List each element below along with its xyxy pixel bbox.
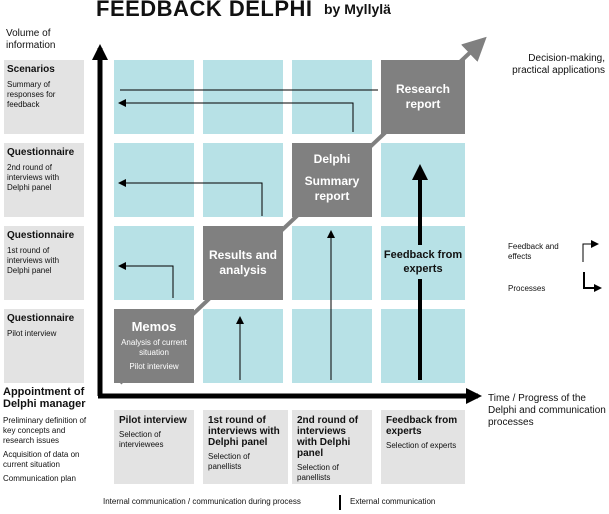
grid-cell bbox=[292, 226, 372, 300]
column-sub: Selection of panellists bbox=[208, 452, 250, 471]
research-report-box: Research report bbox=[381, 60, 465, 134]
diagonal-label: Decision-making, practical applications bbox=[512, 53, 605, 76]
memos-sub1: Analysis of current situation bbox=[121, 338, 187, 357]
grid-cell bbox=[381, 143, 465, 217]
row-header-questionnaire-2: Questionnaire 2nd round of interviews wi… bbox=[4, 143, 84, 217]
grid-cell bbox=[114, 226, 194, 300]
y-axis-label: Volume of information bbox=[6, 28, 56, 51]
row-heading: Questionnaire bbox=[7, 313, 75, 324]
appointment-block: Appointment of Delphi manager Preliminar… bbox=[3, 386, 89, 484]
row-header-pilot: Questionnaire Pilot interview bbox=[4, 309, 84, 383]
column-heading: 1st round of interviews with Delphi pane… bbox=[208, 415, 280, 448]
column-sub: Selection of panellists bbox=[297, 463, 339, 482]
memos-box: Memos Analysis of current situation Pilo… bbox=[114, 309, 194, 383]
appointment-heading: Appointment of Delphi manager bbox=[3, 386, 86, 410]
legend-processes-label: Processes bbox=[508, 284, 546, 293]
column-round-1: 1st round of interviews with Delphi pane… bbox=[203, 410, 288, 484]
delphi-box: Delphi Summary report bbox=[292, 143, 372, 217]
grid-cell bbox=[203, 60, 283, 134]
footer-internal: Internal communication / communication d… bbox=[103, 497, 301, 506]
row-header-questionnaire-1: Questionnaire 1st round of interviews wi… bbox=[4, 226, 84, 300]
grid-cell bbox=[203, 143, 283, 217]
column-sub: Selection of experts bbox=[386, 441, 457, 450]
appointment-item: Communication plan bbox=[3, 474, 76, 483]
row-sub: Summary of responses for feedback bbox=[7, 80, 56, 109]
feedback-from-experts-label: Feedback from experts bbox=[382, 245, 464, 279]
row-header-scenarios: Scenarios Summary of responses for feedb… bbox=[4, 60, 84, 134]
memos-sub2: Pilot interview bbox=[129, 362, 179, 371]
delphi-title: Delphi bbox=[313, 152, 351, 166]
legend-process-icon bbox=[583, 272, 602, 292]
footer-external: External communication bbox=[350, 497, 436, 506]
grid-cell bbox=[114, 143, 194, 217]
row-heading: Scenarios bbox=[7, 64, 55, 75]
appointment-item: Preliminary definition of key concepts a… bbox=[3, 416, 87, 445]
appointment-item: Acquisition of data on current situation bbox=[3, 450, 80, 469]
column-round-2: 2nd round of interviews with Delphi pane… bbox=[292, 410, 372, 484]
column-pilot: Pilot interview Selection of interviewee… bbox=[114, 410, 194, 484]
column-feedback: Feedback from experts Selection of exper… bbox=[381, 410, 465, 484]
legend-feedback-icon bbox=[582, 240, 599, 262]
grid-cell bbox=[292, 309, 372, 383]
research-report-title: Research report bbox=[395, 82, 451, 111]
grid-cell bbox=[114, 60, 194, 134]
column-heading: Pilot interview bbox=[119, 415, 187, 426]
row-sub: 2nd round of interviews with Delphi pane… bbox=[7, 163, 60, 192]
byline: by Myllylä bbox=[324, 1, 391, 17]
legend-feedback-label: Feedback and effects bbox=[508, 242, 559, 261]
feedback-arrow-top bbox=[118, 99, 354, 132]
results-box: Results and analysis bbox=[203, 226, 283, 300]
feedback-arrow-low bbox=[118, 262, 174, 298]
column-heading: 2nd round of interviews with Delphi pane… bbox=[297, 415, 359, 459]
summary-report-title: Summary report bbox=[304, 174, 360, 203]
row-heading: Questionnaire bbox=[7, 147, 75, 158]
column-heading: Feedback from experts bbox=[386, 415, 458, 437]
grid-cell bbox=[292, 60, 372, 134]
x-axis-label: Time / Progress of the Delphi and commun… bbox=[488, 393, 606, 428]
feedback-arrow-mid bbox=[118, 179, 263, 216]
column-sub: Selection of interviewees bbox=[119, 430, 164, 449]
page-title: FEEDBACK DELPHI bbox=[96, 0, 313, 21]
grid-cell bbox=[381, 309, 465, 383]
row-sub: Pilot interview bbox=[7, 329, 57, 338]
row-sub: 1st round of interviews with Delphi pane… bbox=[7, 246, 60, 275]
results-title: Results and analysis bbox=[209, 248, 278, 277]
memos-title: Memos bbox=[131, 319, 177, 334]
row-heading: Questionnaire bbox=[7, 230, 75, 241]
